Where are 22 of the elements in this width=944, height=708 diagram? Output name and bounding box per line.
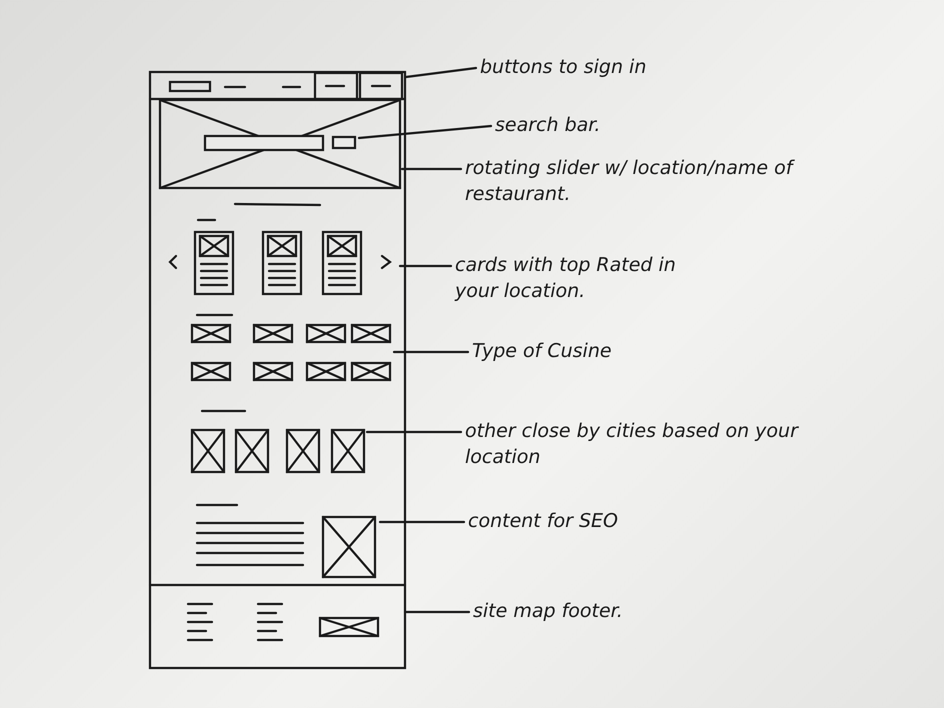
annotation-text: buttons to sign in — [480, 54, 740, 80]
annotation-text: other close by cities based on your location — [465, 418, 815, 470]
leader-line — [378, 520, 466, 524]
annotation-text: rotating slider w/ location/name of restaurant. — [465, 155, 815, 207]
seo-content-block — [195, 515, 378, 579]
leader-line — [404, 610, 470, 614]
cuisine-tile-grid — [192, 325, 392, 383]
leader-line — [366, 430, 462, 434]
annotation-text: site map footer. — [473, 598, 693, 624]
leader-line — [400, 168, 462, 170]
annotation-text: Type of Cusine — [472, 338, 672, 364]
sign-in-buttons — [312, 73, 404, 99]
leader-line — [398, 264, 452, 268]
annotation-text: content for SEO — [468, 508, 618, 534]
annotation-text: search bar. — [495, 112, 695, 138]
image-slider — [160, 100, 400, 188]
annotation-text: cards with top Rated in your location. — [455, 252, 715, 304]
leader-line — [404, 66, 478, 78]
search-bar — [205, 134, 357, 152]
leader-line — [358, 124, 492, 140]
leader-line — [392, 350, 470, 354]
city-thumbnail-row — [192, 428, 365, 474]
